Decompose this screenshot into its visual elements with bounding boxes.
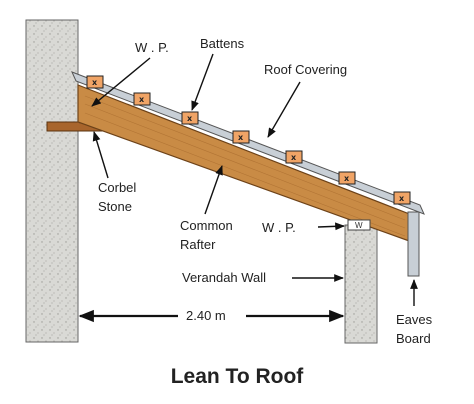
- arrow-wp-right: [317, 222, 345, 231]
- arrow-battens: [191, 53, 214, 111]
- batten: x: [133, 92, 151, 106]
- label-span: 2.40 m: [186, 308, 226, 323]
- label-wp-top: W . P.: [135, 40, 169, 55]
- leader-arrows: [91, 53, 418, 306]
- label-common: Common: [180, 218, 233, 233]
- batten-mark: x: [399, 194, 405, 203]
- batten: x: [86, 75, 104, 89]
- wall-plate-right-mark: W: [355, 221, 363, 230]
- label-battens: Battens: [200, 36, 245, 51]
- verandah-wall: [344, 224, 378, 344]
- arrow-wp-top: [91, 57, 151, 107]
- label-corbel: Corbel: [98, 180, 136, 195]
- batten-mark: x: [92, 78, 98, 87]
- batten-mark: x: [291, 153, 297, 162]
- main-wall: [25, 19, 79, 343]
- label-rafter: Rafter: [180, 237, 216, 252]
- batten: x: [285, 150, 303, 164]
- arrow-common-rafter: [204, 165, 223, 215]
- batten: x: [338, 171, 356, 185]
- eaves-board: [407, 211, 420, 277]
- arrow-corbel-stone: [92, 131, 109, 179]
- label-wp-right: W . P.: [262, 220, 296, 235]
- label-roof-covering: Roof Covering: [264, 62, 347, 77]
- batten-mark: x: [344, 174, 350, 183]
- wall-plate-right: [347, 219, 371, 231]
- arrow-roof-covering: [267, 81, 301, 138]
- rafter-grain: [84, 95, 406, 237]
- batten: x: [181, 111, 199, 125]
- batten-mark: x: [238, 133, 244, 142]
- batten: x: [393, 191, 411, 205]
- label-verandah-wall: Verandah Wall: [182, 270, 266, 285]
- diagram-title: Lean To Roof: [171, 365, 305, 388]
- batten-mark: x: [187, 114, 193, 123]
- batten: x: [232, 130, 250, 144]
- label-eaves: Eaves: [396, 312, 433, 327]
- label-board: Board: [396, 331, 431, 346]
- battens-group: x x x x x x x: [86, 75, 411, 205]
- label-stone: Stone: [98, 199, 132, 214]
- batten-mark: x: [139, 95, 145, 104]
- common-rafter: [77, 84, 413, 243]
